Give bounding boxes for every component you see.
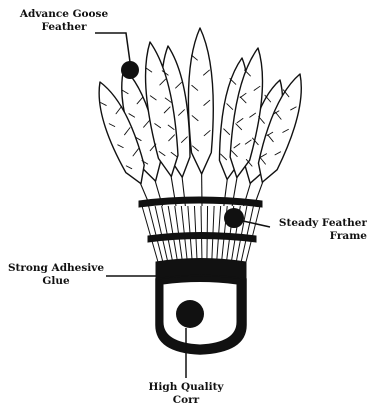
feather-vanes	[99, 28, 301, 184]
frame-label: Steady Feather Frame	[268, 217, 367, 243]
cork-label: High Quality Corr	[146, 381, 226, 407]
feather-label: Advance Goose Feather	[10, 8, 118, 34]
feather-label-line1: Advance Goose	[10, 8, 118, 21]
glue-label-line1: Strong Adhesive	[4, 262, 108, 275]
cork-callout-dot	[176, 300, 204, 328]
upper-thread-ring	[139, 197, 262, 207]
glue-label: Strong Adhesive Glue	[4, 262, 108, 288]
cork-label-line2: Corr	[146, 394, 226, 407]
feather-leader-line	[95, 33, 130, 62]
frame-label-line1: Steady Feather	[268, 217, 367, 230]
frame-callout-dot	[224, 208, 244, 228]
feather-label-line2: Feather	[10, 21, 118, 34]
frame-label-line2: Frame	[268, 230, 367, 243]
cork-label-line1: High Quality	[146, 381, 226, 394]
feather-callout-dot	[121, 61, 139, 79]
glue-label-line2: Glue	[4, 275, 108, 288]
skirt-line	[246, 206, 260, 262]
